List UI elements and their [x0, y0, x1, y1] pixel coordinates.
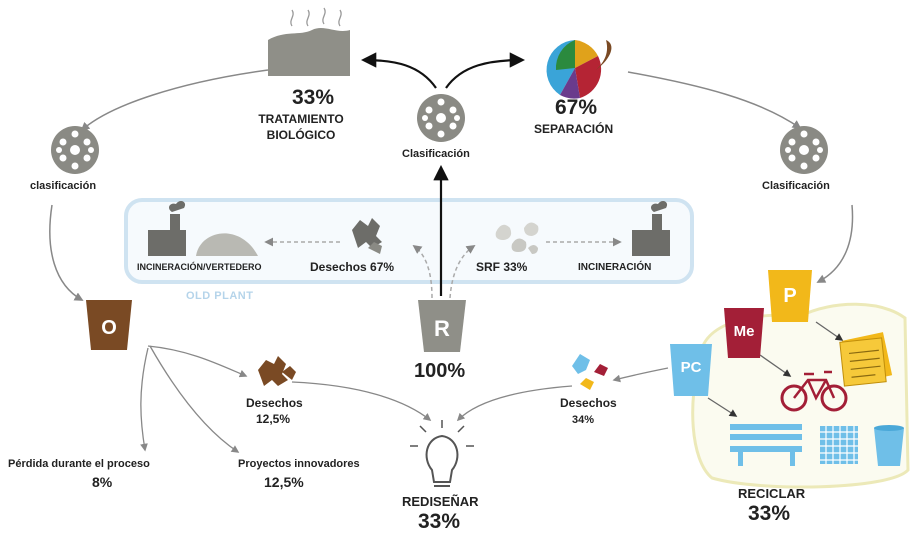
separation-title: SEPARACIÓN	[534, 122, 614, 136]
arrow-plastic-to-bench	[707, 397, 738, 417]
arrow-organic-to-innovative	[149, 345, 240, 453]
waste-pile-icon	[352, 218, 382, 254]
old-plant-waste-label: Desechos 67%	[310, 260, 395, 274]
arrow-pc-to-waste	[612, 367, 669, 383]
recycle-percent: 33%	[748, 502, 791, 525]
old-plant-frame	[124, 198, 694, 284]
biological-percent: 33%	[292, 86, 335, 109]
arrow-waste-recycle-to-redesign	[456, 385, 573, 422]
organic-bin-icon: O	[86, 300, 132, 350]
grid-panel-icon	[820, 426, 858, 464]
documents-icon	[839, 332, 893, 387]
center-classification-label: Clasificación	[402, 148, 470, 160]
recycle-label: RECICLAR	[738, 486, 806, 501]
paper-bin-letter: P	[783, 285, 796, 307]
organic-waste-percent: 12,5%	[256, 412, 291, 426]
biological-title-line1: TRATAMIENTO	[258, 112, 344, 126]
arrow-center-to-biological	[360, 52, 437, 89]
lightbulb-icon	[410, 420, 474, 487]
plastic-bin-icon: PC	[670, 344, 712, 396]
recycle-frame	[691, 302, 910, 489]
factory-icon-left	[148, 201, 258, 256]
residual-bin-icon: R	[418, 300, 466, 352]
recycle-waste-percent: 34%	[572, 414, 595, 426]
srf-pellets-icon	[495, 222, 539, 254]
old-plant-srf-label: SRF 33%	[476, 260, 528, 274]
arrow-center-to-separation	[445, 52, 526, 89]
arrow-biological-to-class-left	[80, 69, 269, 132]
loss-percent: 8%	[92, 474, 113, 490]
factory-icon-right	[632, 201, 670, 256]
organic-waste-label: Desechos	[246, 396, 303, 410]
bench-icon	[730, 424, 802, 466]
sieve-icon-left	[51, 126, 99, 174]
metal-bin-letter: Me	[734, 323, 755, 340]
separation-icon	[546, 40, 612, 99]
arrow-class-left-to-organic	[49, 204, 84, 301]
loss-label: Pérdida durante el proceso	[8, 458, 150, 470]
arrow-paper-to-documents	[815, 321, 844, 341]
sieve-icon-right	[780, 126, 828, 174]
biological-treatment-icon	[268, 7, 350, 76]
arrow-organic-to-waste	[147, 345, 248, 378]
bucket-icon	[874, 425, 904, 466]
recycle-waste-label: Desechos	[560, 396, 617, 410]
paper-bin-icon: P	[768, 270, 812, 322]
old-plant-left-label: INCINERACIÓN/VERTEDERO	[137, 262, 262, 272]
biological-title-line2: BIOLÓGICO	[266, 128, 336, 142]
arrow-organic-to-loss	[140, 347, 149, 452]
redesign-percent: 33%	[418, 510, 461, 533]
old-plant-right-label: INCINERACIÓN	[578, 262, 652, 273]
arrow-metal-to-bike	[759, 354, 792, 377]
bicycle-icon	[780, 370, 848, 412]
metal-bin-icon: Me	[724, 308, 764, 358]
organic-bin-letter: O	[101, 317, 117, 339]
sieve-icon-center	[417, 94, 465, 142]
arrow-separation-to-class-right	[627, 71, 802, 130]
plastic-bin-letter: PC	[681, 359, 702, 376]
organic-waste-icon	[258, 356, 296, 386]
center-percent: 100%	[414, 360, 466, 382]
redesign-label: REDISEÑAR	[402, 494, 479, 509]
right-classification-label: Clasificación	[762, 180, 830, 192]
arrow-waste-organic-to-redesign	[291, 381, 432, 421]
arrow-class-right-to-recycle	[816, 204, 854, 283]
separation-percent: 67%	[555, 96, 598, 119]
old-plant-label: OLD PLANT	[186, 290, 254, 302]
recycle-waste-icon	[572, 354, 608, 390]
innovative-percent: 12,5%	[264, 474, 304, 490]
innovative-label: Proyectos innovadores	[238, 458, 360, 470]
left-classification-label: clasificación	[30, 180, 97, 192]
residual-bin-letter: R	[434, 316, 450, 341]
